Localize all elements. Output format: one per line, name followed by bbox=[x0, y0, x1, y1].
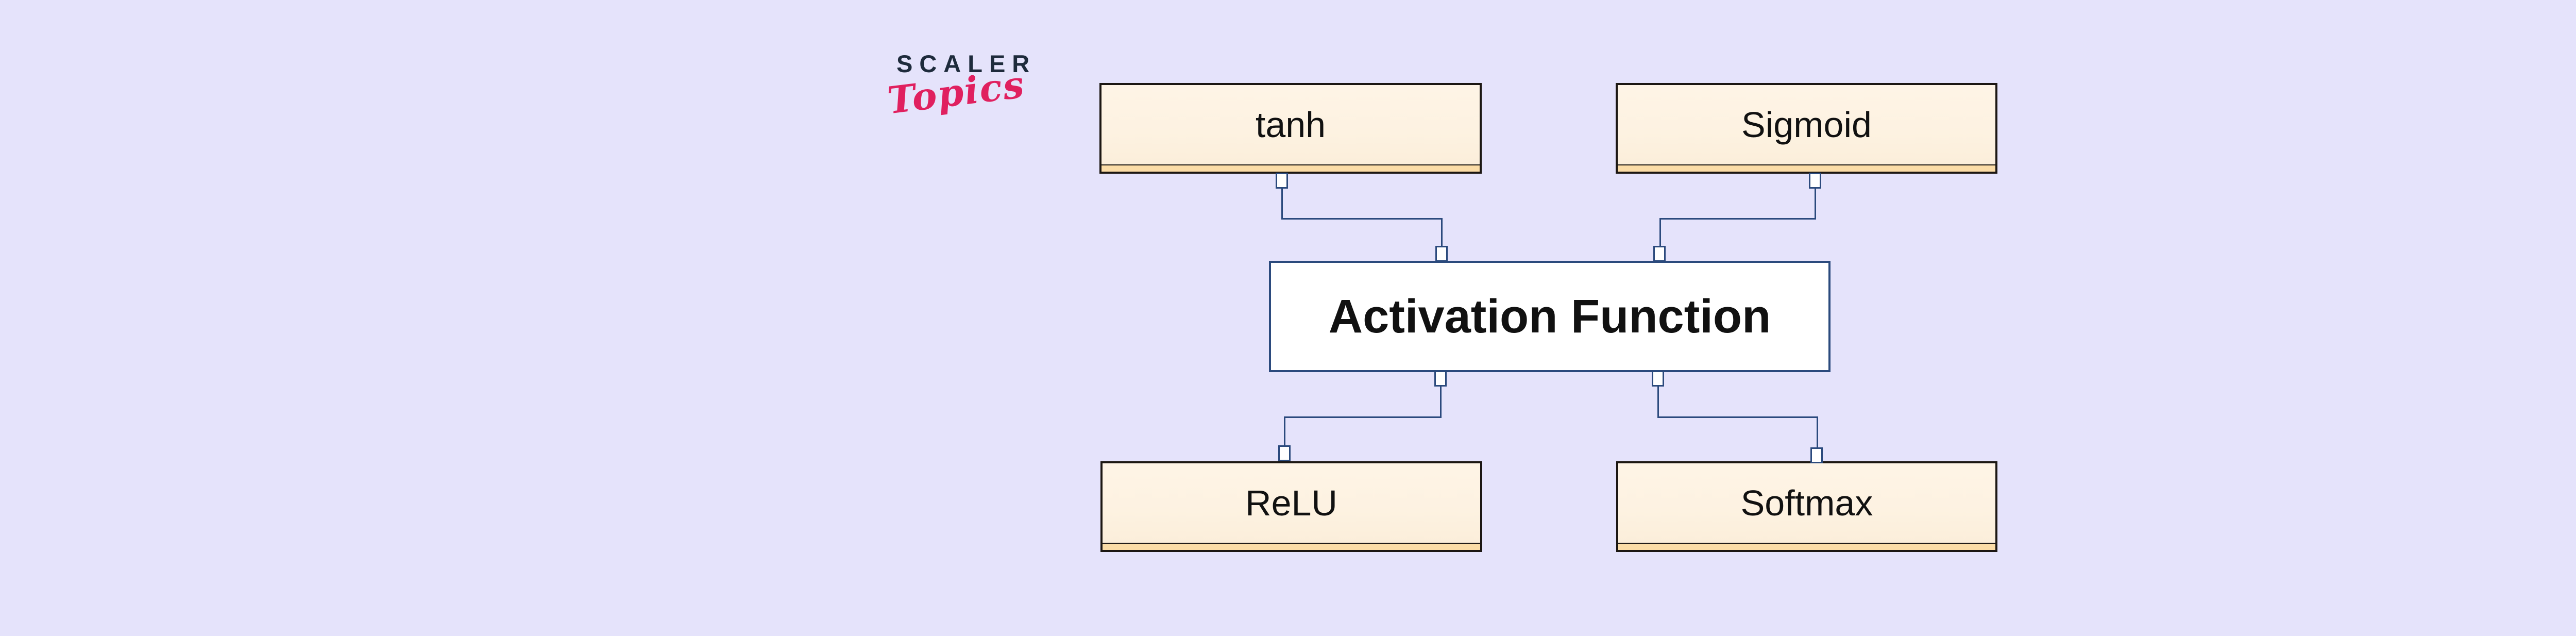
edge-relu-vertical-1 bbox=[1440, 387, 1442, 418]
port-activation-top-left bbox=[1435, 246, 1448, 262]
edge-sigmoid-horizontal bbox=[1659, 218, 1816, 220]
edge-softmax-vertical-2 bbox=[1817, 416, 1818, 447]
port-activation-top-right bbox=[1653, 246, 1666, 262]
node-softmax-accent-band bbox=[1618, 543, 1995, 550]
node-softmax-label: Softmax bbox=[1618, 463, 1995, 543]
node-sigmoid-label: Sigmoid bbox=[1618, 85, 1995, 164]
node-sigmoid: Sigmoid bbox=[1616, 83, 1997, 174]
node-relu-label: ReLU bbox=[1103, 463, 1480, 543]
scaler-topics-logo: SCALER Topics bbox=[885, 49, 1029, 123]
scaler-logo-text: SCALER bbox=[896, 50, 1037, 77]
port-sigmoid-bottom bbox=[1809, 173, 1821, 189]
node-softmax: Softmax bbox=[1616, 461, 1997, 552]
port-tanh-bottom bbox=[1276, 173, 1288, 189]
port-softmax-top bbox=[1810, 447, 1823, 463]
edge-sigmoid-vertical-1 bbox=[1815, 188, 1816, 220]
node-activation-function: Activation Function bbox=[1269, 261, 1831, 372]
edge-relu-vertical-2 bbox=[1284, 416, 1285, 447]
node-tanh-label: tanh bbox=[1101, 85, 1480, 164]
node-relu-accent-band bbox=[1103, 543, 1480, 550]
node-tanh: tanh bbox=[1099, 83, 1482, 174]
edge-relu-horizontal bbox=[1284, 416, 1442, 418]
node-relu: ReLU bbox=[1100, 461, 1482, 552]
edge-softmax-vertical-1 bbox=[1657, 387, 1659, 418]
port-relu-top bbox=[1278, 445, 1291, 461]
node-sigmoid-accent-band bbox=[1618, 164, 1995, 172]
port-activation-bottom-left bbox=[1434, 371, 1447, 387]
port-activation-bottom-right bbox=[1652, 371, 1664, 387]
node-activation-function-label: Activation Function bbox=[1328, 290, 1771, 343]
edge-tanh-vertical-2 bbox=[1441, 218, 1443, 247]
edge-tanh-horizontal bbox=[1281, 218, 1443, 220]
node-tanh-accent-band bbox=[1101, 164, 1480, 172]
edge-softmax-horizontal bbox=[1657, 416, 1818, 418]
edge-tanh-vertical-1 bbox=[1281, 188, 1283, 220]
edge-sigmoid-vertical-2 bbox=[1659, 218, 1661, 247]
